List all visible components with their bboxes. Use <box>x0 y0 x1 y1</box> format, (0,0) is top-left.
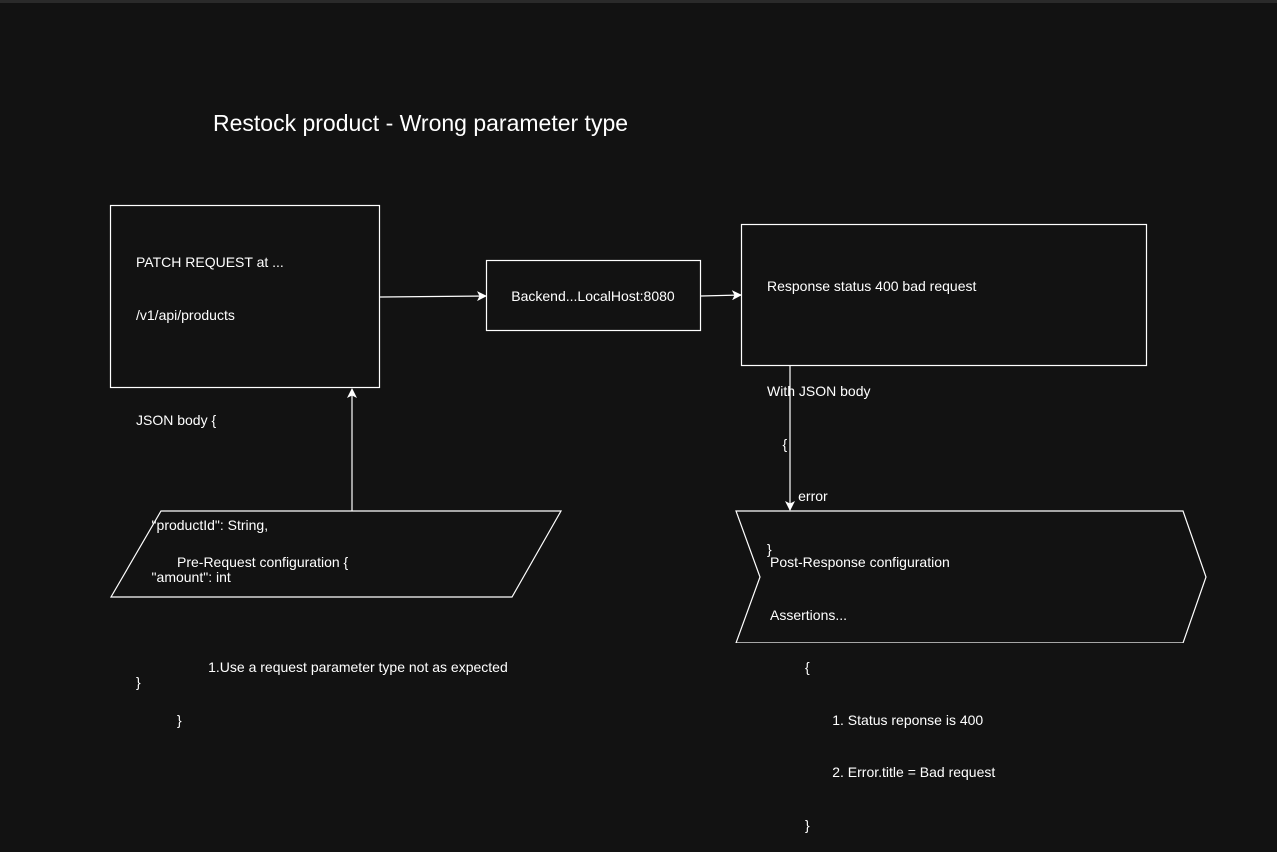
pre-request-parallelogram[interactable] <box>109 510 563 598</box>
request-line <box>136 464 284 482</box>
request-box[interactable] <box>109 204 381 389</box>
pre-request-line: 1.Use a request parameter type not as ex… <box>177 659 508 675</box>
edge-request-to-backend <box>379 291 487 302</box>
request-line: JSON body { <box>136 411 217 428</box>
request-box-text: PATCH REQUEST at ... /v1/api/products JS… <box>136 219 284 709</box>
request-line: "productId": String, <box>136 516 269 533</box>
post-response-line: Post-Response configuration <box>770 554 950 570</box>
diagram-canvas <box>109 204 1207 643</box>
post-response-line: 2. Error.title = Bad request <box>770 764 996 780</box>
response-line: { <box>767 435 788 452</box>
post-response-line: } <box>770 816 810 833</box>
post-response-line: 1. Status reponse is 400 <box>770 711 984 728</box>
post-response-chevron[interactable] <box>735 510 1207 643</box>
pre-request-line: } <box>177 711 182 728</box>
post-response-text: Post-Response configuration Assertions..… <box>770 519 995 852</box>
response-line: error <box>767 488 828 504</box>
request-line: PATCH REQUEST at ... <box>136 254 284 270</box>
post-response-line: { <box>770 659 810 675</box>
response-line: } <box>767 540 772 557</box>
pre-request-line: Pre-Request configuration { <box>177 554 349 570</box>
canvas-top-border <box>0 0 1277 3</box>
request-line: "amount": int <box>136 569 231 585</box>
response-line <box>767 331 976 349</box>
diagram-title: Restock product - Wrong parameter type <box>213 110 629 136</box>
edge-backend-to-response <box>700 290 742 301</box>
response-line: With JSON body <box>767 383 871 399</box>
response-box-text: Response status 400 bad request With JSO… <box>767 243 976 576</box>
pre-request-text: Pre-Request configuration { 1.Use a requ… <box>177 519 508 747</box>
pre-request-line <box>177 607 508 625</box>
request-line: /v1/api/products <box>136 306 235 323</box>
post-response-line: Assertions... <box>770 606 848 623</box>
request-line <box>136 359 284 377</box>
backend-label: Backend...LocalHost:8080 <box>511 288 675 304</box>
response-line: Response status 400 bad request <box>767 278 977 294</box>
